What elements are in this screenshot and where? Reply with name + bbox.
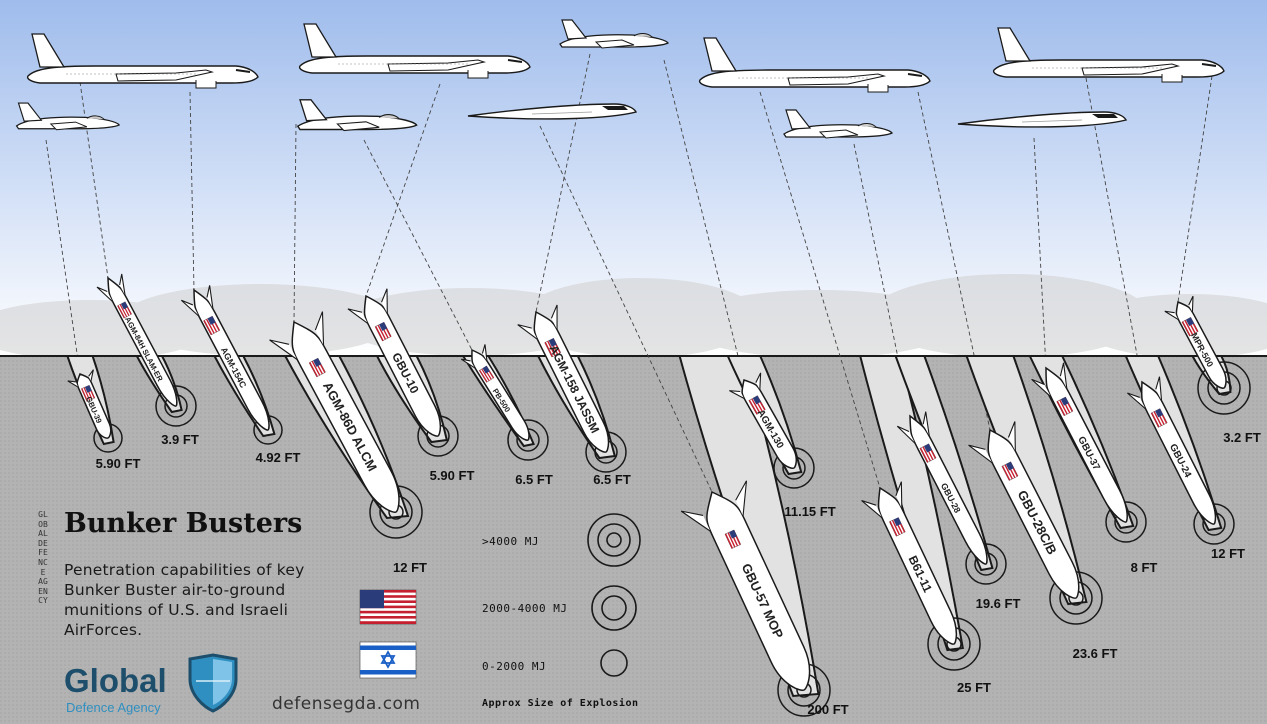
description: Penetration capabilities of key Bunker B…	[64, 561, 305, 639]
depth-label: 6.5 FT	[593, 472, 631, 487]
trajectory-line	[535, 53, 591, 313]
website: defensegda.com	[272, 694, 421, 714]
logo-name: Global	[64, 662, 167, 699]
page-title: Bunker Busters	[64, 508, 303, 539]
vertical-brand: GLOBAL DEFENCE AGENCY	[38, 510, 48, 606]
depth-label: 3.9 FT	[161, 432, 199, 447]
depth-label: 11.15 FT	[784, 504, 835, 519]
legend-label-low: 0-2000 MJ	[482, 660, 547, 673]
trajectory-line	[45, 139, 81, 375]
trajectory-line	[363, 139, 473, 351]
depth-label: 12 FT	[1211, 546, 1245, 561]
clouds	[0, 274, 1267, 360]
trajectory-line	[293, 123, 297, 323]
trajectory-line	[1177, 75, 1213, 303]
trajectory-line	[189, 91, 195, 291]
trajectory-line	[539, 125, 713, 493]
trajectory-line	[663, 59, 745, 381]
depth-label: 5.90 FT	[430, 468, 475, 483]
shield-icon	[188, 653, 238, 713]
logo-subtitle: Defence Agency	[66, 700, 161, 715]
trajectory-line	[1033, 137, 1047, 369]
depth-label: 23.6 FT	[1073, 646, 1118, 661]
munition-body: GBU-10	[347, 288, 442, 437]
depth-label: 4.92 FT	[256, 450, 301, 465]
trajectory-line	[759, 91, 881, 489]
legend-caption: Approx Size of Explosion	[482, 698, 639, 709]
depth-label: 25 FT	[957, 680, 991, 695]
depth-label: 200 FT	[807, 702, 848, 717]
depth-label: 6.5 FT	[515, 472, 553, 487]
trajectory-line	[365, 83, 441, 297]
depth-label: 19.6 FT	[976, 596, 1021, 611]
us-flag-icon	[359, 589, 417, 625]
depth-label: 5.90 FT	[96, 456, 141, 471]
legend-label-high: >4000 MJ	[482, 535, 539, 548]
munition-body: B61-11	[861, 481, 958, 645]
depth-label: 3.2 FT	[1223, 430, 1261, 445]
trajectory-line	[79, 81, 109, 279]
israel-flag-icon	[359, 641, 417, 679]
depth-label: 12 FT	[393, 560, 427, 575]
trajectory-line	[1085, 77, 1143, 383]
legend-label-mid: 2000-4000 MJ	[482, 602, 568, 615]
legend-rings	[587, 513, 641, 677]
depth-label: 8 FT	[1131, 560, 1158, 575]
